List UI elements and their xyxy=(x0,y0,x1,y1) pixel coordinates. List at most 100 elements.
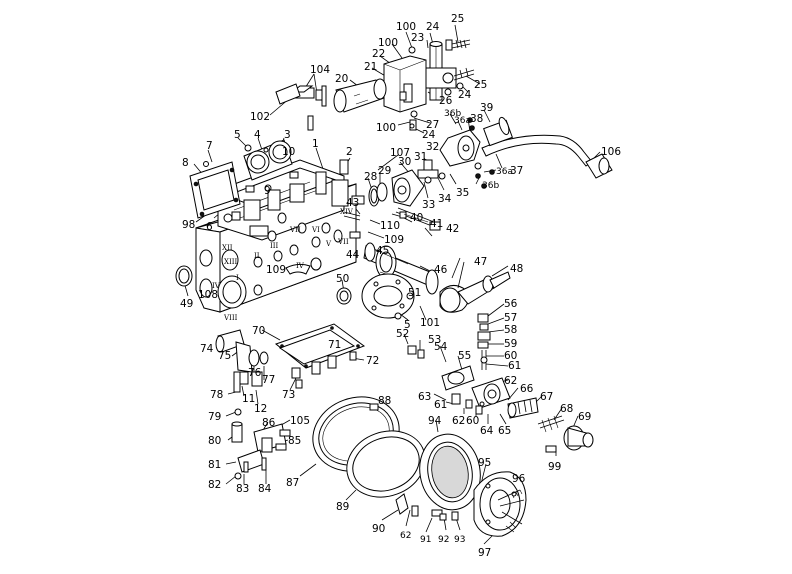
label-67: 67 xyxy=(540,391,553,403)
label-69: 69 xyxy=(578,411,591,423)
label-47: 47 xyxy=(474,256,487,268)
small-pins xyxy=(245,159,365,221)
label-53: 53 xyxy=(428,334,441,346)
label-82: 82 xyxy=(208,479,221,491)
label-74: 74 xyxy=(200,343,214,355)
side-cover-8 xyxy=(189,161,241,223)
cover-plate-70 xyxy=(274,323,366,389)
label-54: 54 xyxy=(434,341,448,353)
selector-shaft-group xyxy=(368,159,446,231)
label-107: 107 xyxy=(390,147,410,159)
label-28: 28 xyxy=(364,171,377,183)
label-33: 33 xyxy=(422,199,435,211)
label-106: 106 xyxy=(601,146,621,158)
label-21: 21 xyxy=(364,61,377,73)
label-39: 39 xyxy=(480,102,493,114)
label-62-a: 62 xyxy=(504,375,517,387)
label-71: 71 xyxy=(328,339,341,351)
label-62-b: 62 xyxy=(452,415,465,427)
top-screws xyxy=(399,39,475,131)
label-100-a: 100 xyxy=(396,21,416,33)
shift-fork-74 xyxy=(215,329,269,387)
label-6: 6 xyxy=(206,221,213,233)
detent-stack-56-61 xyxy=(477,313,491,370)
label-61-b: 61 xyxy=(434,399,447,411)
label-63: 63 xyxy=(418,391,431,403)
label-25-a: 25 xyxy=(451,13,464,25)
label-50: 50 xyxy=(336,273,349,285)
label-104: 104 xyxy=(310,64,330,76)
label-25-b: 25 xyxy=(474,79,487,91)
label-12: 12 xyxy=(254,403,267,415)
label-2: 2 xyxy=(346,146,353,158)
label-76: 76 xyxy=(248,367,262,379)
spindle-shaft-45 xyxy=(349,231,511,313)
label-77: 77 xyxy=(262,374,275,386)
label-5-a: 5 xyxy=(234,129,241,141)
label-48: 48 xyxy=(510,263,523,275)
label-36b-a: 36b xyxy=(444,109,461,119)
label-80: 80 xyxy=(208,435,221,447)
label-36a-a: 36a xyxy=(454,116,471,126)
mark-vi: VI xyxy=(311,226,320,234)
label-91: 91 xyxy=(420,535,431,545)
label-58: 58 xyxy=(504,324,517,336)
label-93: 93 xyxy=(454,535,465,545)
label-87: 87 xyxy=(286,477,299,489)
label-65: 65 xyxy=(498,425,511,437)
label-70: 70 xyxy=(252,325,265,337)
label-88: 88 xyxy=(378,395,391,407)
label-36b-b: 36b xyxy=(482,181,499,191)
label-24-a: 24 xyxy=(426,21,440,33)
label-99: 99 xyxy=(548,461,561,473)
label-52: 52 xyxy=(396,328,409,340)
mark-vii: VII xyxy=(337,238,349,246)
label-37: 37 xyxy=(510,165,523,177)
label-29: 29 xyxy=(378,165,391,177)
lever-bracket-group xyxy=(287,41,457,131)
label-26: 26 xyxy=(439,95,453,107)
label-40: 40 xyxy=(410,212,423,224)
label-101: 101 xyxy=(420,317,440,329)
label-41: 41 xyxy=(430,218,443,230)
label-72: 72 xyxy=(366,355,379,367)
mark-ii: II xyxy=(254,252,260,260)
mark-v: V xyxy=(325,240,332,248)
label-64: 64 xyxy=(480,425,494,437)
mark-viii: VIII xyxy=(223,314,238,322)
label-59: 59 xyxy=(504,338,517,350)
label-78: 78 xyxy=(210,389,223,401)
label-81: 81 xyxy=(208,459,221,471)
label-84: 84 xyxy=(258,483,272,495)
label-5-b: 5 xyxy=(404,319,411,331)
label-44: 44 xyxy=(346,249,360,261)
label-27: 27 xyxy=(426,119,439,131)
label-10: 10 xyxy=(282,146,295,158)
label-3: 3 xyxy=(284,129,291,141)
mark-iv: IV xyxy=(212,282,221,290)
label-75: 75 xyxy=(218,350,231,362)
small-parts-90-93 xyxy=(395,493,459,521)
mark-xii: XII xyxy=(222,244,233,252)
part-labels: 100 24 25 100 23 22 104 21 20 26 24 25 1… xyxy=(180,13,621,559)
label-31: 31 xyxy=(414,151,427,163)
label-89: 89 xyxy=(336,501,349,513)
label-100-c: 100 xyxy=(376,122,396,134)
label-83: 83 xyxy=(236,483,249,495)
label-49: 49 xyxy=(180,298,193,310)
cover-plate-102 xyxy=(275,83,301,105)
label-73: 73 xyxy=(282,389,295,401)
label-66: 66 xyxy=(520,383,534,395)
mark-xiv: XIV xyxy=(340,208,354,216)
friction-ring-89 xyxy=(346,430,426,498)
label-109-b: 109 xyxy=(266,264,286,276)
label-42: 42 xyxy=(446,223,459,235)
label-57: 57 xyxy=(504,312,517,324)
label-68: 68 xyxy=(560,403,573,415)
label-32: 32 xyxy=(426,141,439,153)
label-105: 105 xyxy=(290,415,310,427)
label-46: 46 xyxy=(434,264,448,276)
mark-xiii: XIII xyxy=(224,258,238,266)
detent-bar-group xyxy=(407,345,594,453)
